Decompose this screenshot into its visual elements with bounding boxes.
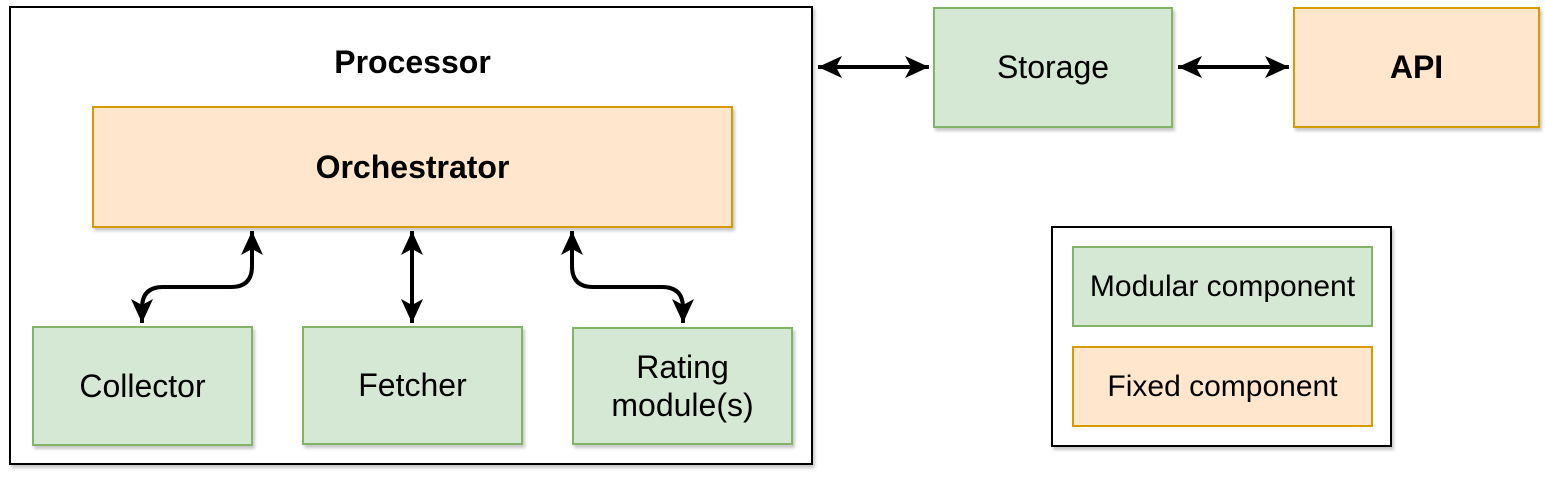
storage-node: Storage — [933, 7, 1173, 128]
rating-modules-label: Rating module(s) — [611, 348, 754, 423]
fetcher-node: Fetcher — [302, 326, 523, 445]
legend-item-modular: Modular component — [1072, 246, 1373, 327]
processor-title: Processor — [334, 43, 491, 80]
fetcher-label: Fetcher — [358, 367, 467, 404]
legend-box: Modular component Fixed component — [1051, 226, 1392, 447]
api-node: API — [1293, 7, 1540, 128]
rating-modules-node: Rating module(s) — [572, 327, 793, 445]
orchestrator-node: Orchestrator — [92, 106, 733, 228]
api-label: API — [1389, 49, 1444, 86]
collector-label: Collector — [79, 367, 206, 404]
storage-label: Storage — [996, 49, 1110, 86]
legend-modular-label: Modular component — [1089, 269, 1356, 303]
orchestrator-label: Orchestrator — [315, 148, 510, 185]
collector-node: Collector — [32, 326, 253, 446]
legend-item-fixed: Fixed component — [1072, 346, 1373, 427]
legend-fixed-label: Fixed component — [1107, 369, 1338, 403]
